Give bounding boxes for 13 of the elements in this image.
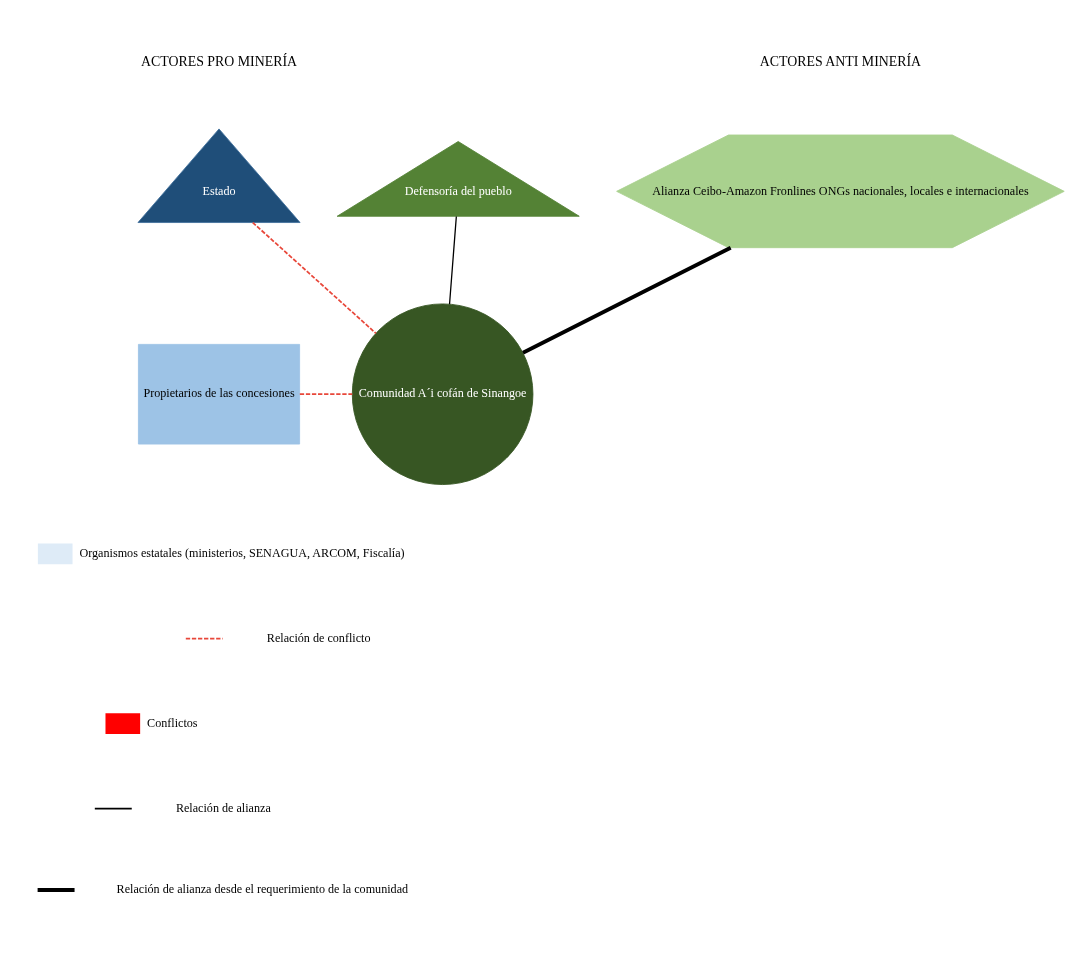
legend-label: Relación de alianza [175, 800, 271, 815]
connector [251, 221, 377, 335]
connector [298, 393, 354, 396]
connector [448, 215, 457, 305]
legend-label: Conflictos [147, 715, 198, 730]
legend-label: Relación de conflicto [266, 630, 371, 645]
node-circle: Comunidad A´i cofán de Sinangoe [351, 303, 534, 485]
node-box: Propietarios de las concesiones [137, 343, 301, 445]
connector [522, 245, 732, 355]
legend-label: Relación de alianza desde el requerimiento de la comunidad [116, 882, 409, 897]
label: ACTORES ANTI MINERÍA [759, 54, 922, 70]
legend-label: Organismos estatales (ministerios, SENAGUA, ARCOM, Fiscalía) [79, 546, 405, 560]
label: ACTORES PRO MINERÍA [140, 54, 298, 70]
